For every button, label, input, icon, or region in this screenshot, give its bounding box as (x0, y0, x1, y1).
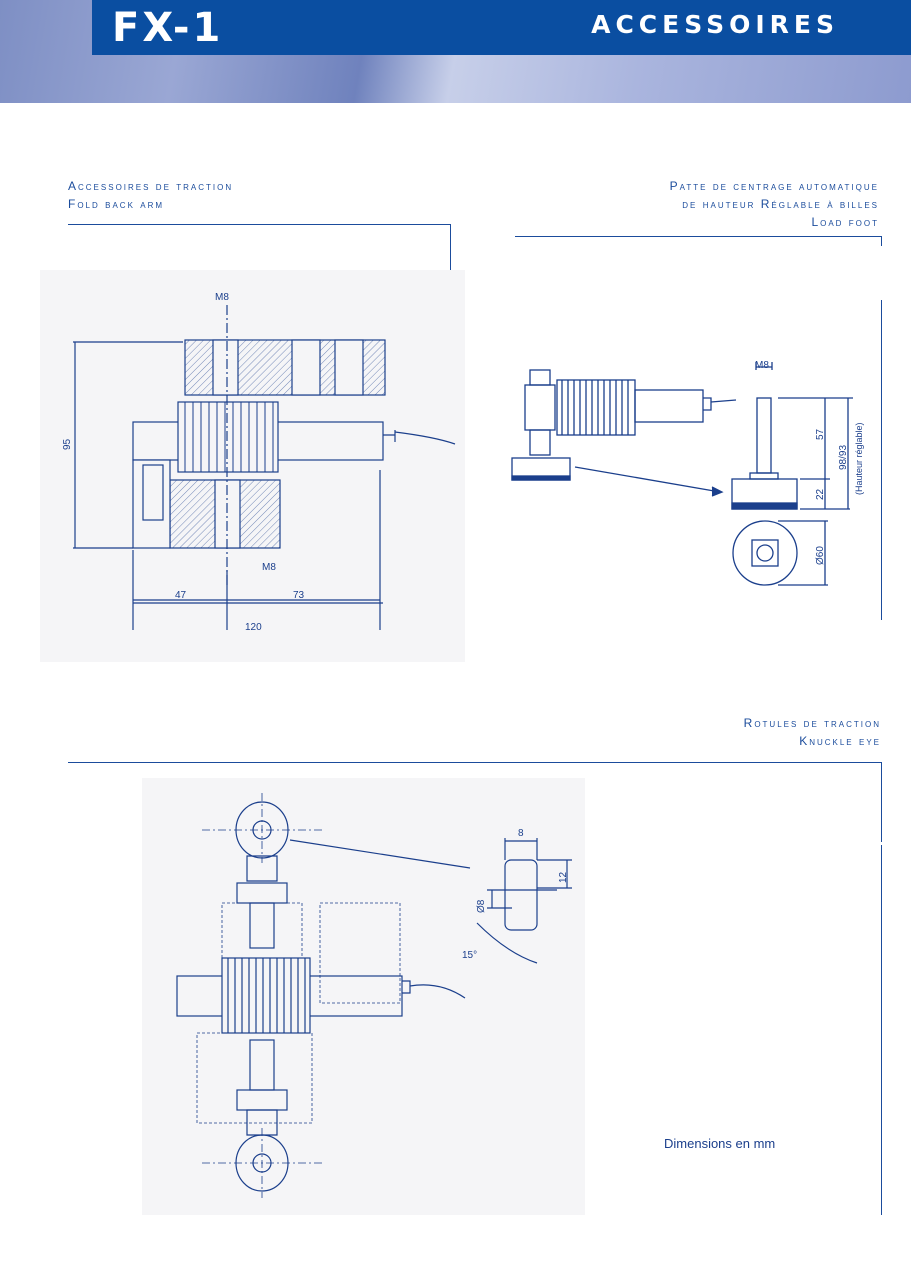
dim-stem: 57 (815, 428, 826, 440)
section-title: ACCESSOIRES (591, 10, 839, 39)
divider (881, 762, 882, 842)
dim-base: 22 (815, 488, 826, 500)
dim-range: 98/93 (838, 445, 849, 470)
dim-bore: Ø8 (476, 899, 487, 913)
divider (881, 300, 882, 620)
title-fr: Rotules de traction (743, 716, 881, 730)
dim-left: 47 (175, 590, 187, 601)
title-fr: Accessoires de traction (68, 179, 234, 193)
title-en: Fold back arm (68, 197, 165, 211)
dim-thread: M8 (755, 360, 769, 371)
title-en: Knuckle eye (799, 734, 881, 748)
dim-height: 95 (62, 438, 73, 450)
dimensions-note: Dimensions en mm (664, 1136, 776, 1151)
fold-back-arm-drawing: M8 M8 95 47 73 120 (40, 270, 465, 662)
knuckle-eye-drawing: 8 12 Ø8 15° (142, 778, 585, 1215)
title-fr-2: de hauteur Réglable à billes (682, 197, 879, 211)
dim-range-note: (Hauteur réglable) (854, 422, 864, 495)
header-bar (92, 0, 911, 55)
dim-thread-top: M8 (215, 292, 229, 303)
knuckle-eye-title: Rotules de traction Knuckle eye (744, 714, 881, 750)
dim-right: 73 (293, 590, 305, 601)
dim-diameter: Ø60 (815, 546, 826, 565)
title-en: Load foot (811, 215, 879, 229)
dim-thread-bottom: M8 (262, 562, 276, 573)
divider (881, 845, 882, 1215)
divider (68, 224, 451, 225)
load-foot-title: Patte de centrage automatique de hauteur… (670, 177, 879, 231)
load-foot-drawing: M8 57 98/93 (Hauteur réglable) 22 Ø60 (511, 360, 864, 586)
divider (881, 236, 882, 246)
dim-angle: 15° (462, 950, 477, 961)
dim-height: 12 (558, 871, 569, 883)
divider (68, 762, 882, 763)
divider (515, 236, 882, 237)
dim-width: 8 (518, 828, 524, 839)
fold-back-arm-title: Accessoires de traction Fold back arm (68, 177, 233, 213)
title-fr-1: Patte de centrage automatique (669, 179, 879, 193)
dim-total: 120 (245, 622, 262, 633)
model-title: FX-1 (112, 5, 224, 51)
